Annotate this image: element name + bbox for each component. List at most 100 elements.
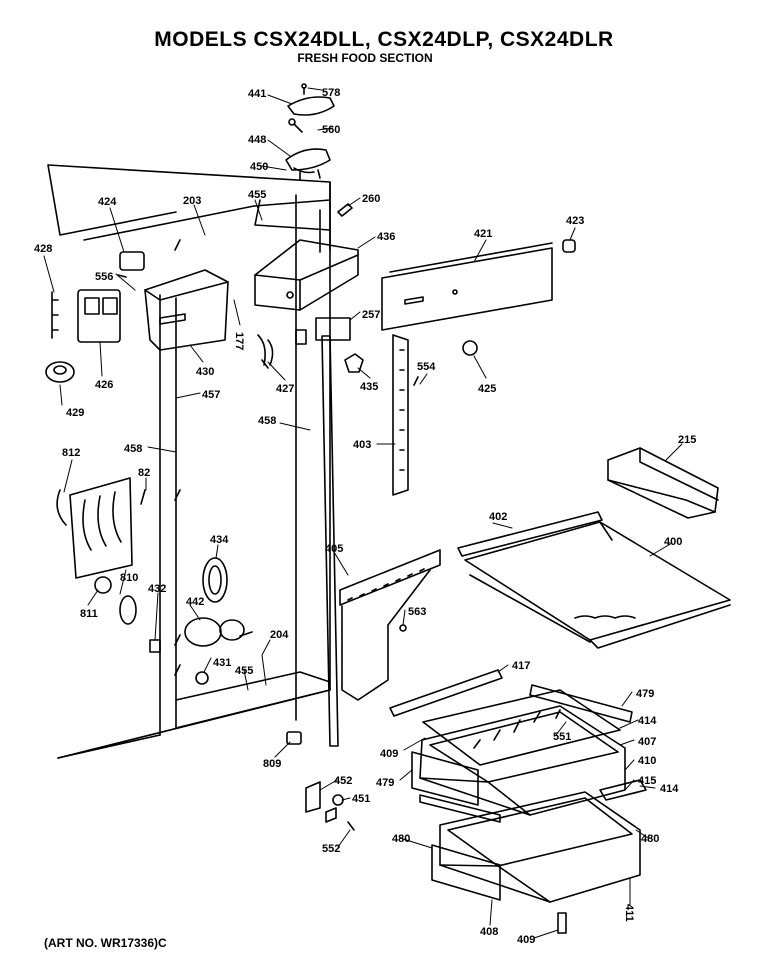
label-434: 434 (210, 534, 229, 546)
label-428: 428 (34, 243, 52, 255)
crisper-cover-414 (422, 689, 621, 766)
label-435: 435 (360, 381, 378, 393)
shelf-400 (457, 511, 731, 649)
crisper-drawer-lower (431, 791, 641, 903)
cabinet-liner (47, 164, 339, 759)
label-554: 554 (417, 361, 436, 373)
part-260 (337, 203, 353, 217)
rail-415 (419, 779, 647, 823)
label-452: 452 (334, 775, 352, 787)
grommet-811 (94, 576, 112, 594)
control-box-430 (144, 269, 229, 351)
light-shield-434 (202, 557, 228, 603)
label-455-bottom: 455 (235, 665, 253, 677)
label-811: 811 (80, 608, 98, 620)
bin-215 (607, 447, 719, 519)
label-408: 408 (480, 926, 498, 938)
label-448: 448 (248, 134, 266, 146)
label-257: 257 (362, 309, 380, 321)
clip-435 (344, 353, 364, 373)
label-403: 403 (353, 439, 371, 451)
leader-lines (43, 87, 683, 939)
part-809 (286, 731, 302, 745)
thermostat-426 (77, 289, 121, 343)
label-410: 410 (638, 755, 656, 767)
label-405: 405 (325, 543, 343, 555)
screw-82 (140, 489, 146, 505)
relay-424 (119, 251, 145, 271)
baffle-405 (339, 549, 441, 701)
screw-552 (347, 821, 355, 831)
label-82: 82 (138, 467, 150, 479)
label-215: 215 (678, 434, 696, 446)
top-hinge-cover (285, 83, 335, 181)
screw-563 (399, 624, 407, 632)
label-812: 812 (62, 447, 80, 459)
control-housing-436 (254, 239, 359, 311)
label-457: 457 (202, 389, 220, 401)
label-458-right: 458 (258, 415, 276, 427)
label-480-left: 480 (392, 833, 410, 845)
label-177: 177 (233, 332, 245, 350)
label-204: 204 (270, 629, 289, 641)
label-578: 578 (322, 87, 340, 99)
label-402: 402 (489, 511, 507, 523)
nut-431 (195, 671, 209, 685)
rail-479 (529, 684, 633, 723)
socket-432 (149, 639, 161, 653)
bushing-451 (325, 794, 344, 823)
label-563: 563 (408, 606, 426, 618)
art-number: (ART NO. WR17336)C (44, 936, 167, 950)
label-432: 432 (148, 583, 166, 595)
label-426: 426 (95, 379, 113, 391)
label-400: 400 (664, 536, 682, 548)
cap-810 (119, 595, 137, 625)
label-552: 552 (322, 843, 340, 855)
label-411: 411 (623, 904, 635, 922)
label-421: 421 (474, 228, 492, 240)
shelf-track-403 (392, 334, 409, 496)
screw-554 (413, 376, 419, 386)
label-409-bottom: 409 (517, 934, 535, 946)
clip-409 (557, 912, 567, 934)
rail-421 (381, 242, 553, 331)
label-414-top: 414 (638, 715, 657, 727)
label-810: 810 (120, 572, 138, 584)
end-cap-423 (562, 239, 576, 253)
bracket-428 (51, 291, 59, 339)
label-450: 450 (250, 161, 268, 173)
diagram-title: MODELS CSX24DLL, CSX24DLP, CSX24DLR (154, 28, 614, 51)
clip-257 (315, 317, 351, 341)
part-labels: 441 578 448 560 450 424 203 455 260 436 … (34, 87, 696, 946)
knob-429 (45, 361, 75, 383)
label-427: 427 (276, 383, 294, 395)
heater-812 (56, 477, 133, 579)
label-479-bottom: 479 (376, 777, 394, 789)
label-414-bottom: 414 (660, 783, 679, 795)
screw-556 (117, 274, 127, 278)
fan-442 (184, 617, 253, 647)
label-407: 407 (638, 736, 656, 748)
rail-417 (389, 669, 503, 717)
label-480-right: 480 (641, 833, 659, 845)
label-560: 560 (322, 124, 340, 136)
label-551: 551 (553, 731, 571, 743)
label-458-left: 458 (124, 443, 142, 455)
bracket-452 (305, 781, 321, 813)
label-415: 415 (638, 775, 656, 787)
diagram-subtitle: FRESH FOOD SECTION (297, 51, 433, 65)
label-424: 424 (98, 196, 117, 208)
label-455-top: 455 (248, 189, 266, 201)
label-423: 423 (566, 215, 584, 227)
label-479-top: 479 (636, 688, 654, 700)
label-442: 442 (186, 596, 204, 608)
crisper-drawer-upper (411, 705, 626, 816)
label-260: 260 (362, 193, 380, 205)
label-203: 203 (183, 195, 201, 207)
label-451: 451 (352, 793, 370, 805)
label-431: 431 (213, 657, 231, 669)
label-417: 417 (512, 660, 530, 672)
label-441: 441 (248, 88, 266, 100)
